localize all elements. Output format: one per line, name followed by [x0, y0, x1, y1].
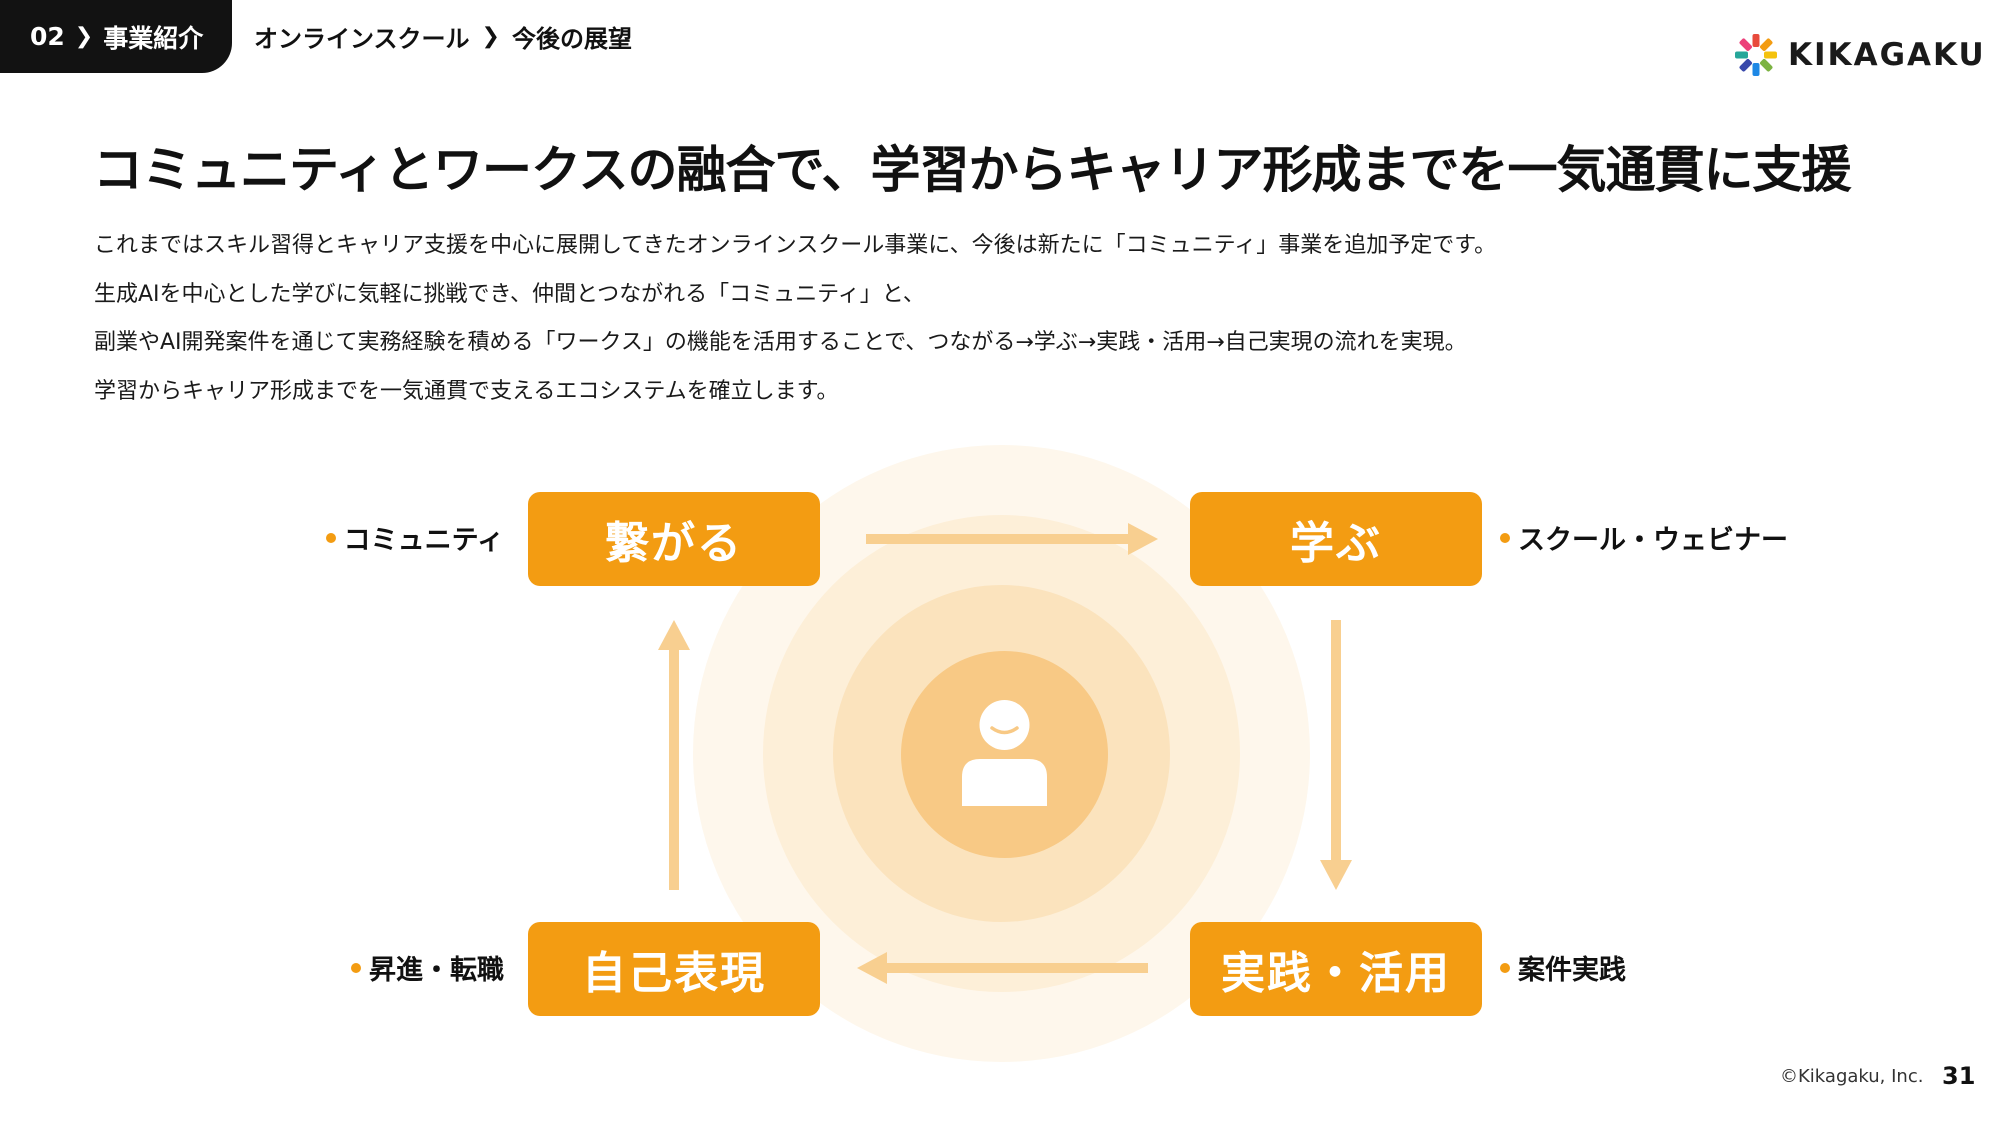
bullet-dot-icon	[351, 962, 361, 973]
description-line: 学習からキャリア形成までを一気通貫で支えるエコシステムを確立します。	[94, 378, 839, 404]
tag-label: スクール・ウェビナー	[1518, 525, 1788, 556]
tag-label: 案件実践	[1518, 955, 1626, 986]
description: これまではスキル習得とキャリア支援を中心に展開してきたオンラインスクール事業に、…	[94, 222, 1844, 416]
bullet-dot-icon	[325, 532, 336, 543]
center-circle	[901, 651, 1108, 858]
stage-learn: 学ぶ	[1190, 492, 1482, 586]
logo-text: KIKAGAKU	[1788, 37, 1986, 73]
tag-community: コミュニティ	[325, 518, 504, 557]
stage-connect: 繋がる	[528, 492, 820, 586]
bullet-dot-icon	[1500, 532, 1510, 543]
page-number: 31	[1942, 1062, 1976, 1090]
description-line: 生成AIを中心とした学びに気軽に挑戦でき、仲間とつながれる「コミュニティ」と、	[94, 281, 925, 307]
kikagaku-mark-icon	[1735, 34, 1777, 76]
section-tab: 02 ❯ 事業紹介	[0, 0, 232, 73]
copyright: ©Kikagaku, Inc.	[1780, 1066, 1924, 1087]
bullet-dot-icon	[1500, 962, 1510, 973]
description-line: 副業やAI開発案件を通じて実務経験を積める「ワークス」の機能を活用することで、つ…	[94, 330, 1467, 355]
arrow-up-icon	[658, 620, 690, 890]
chevron-right-icon: ❯	[481, 23, 500, 49]
chevron-right-icon: ❯	[74, 24, 94, 49]
section-number: 02	[30, 22, 65, 51]
stage-practice: 実践・活用	[1190, 922, 1482, 1016]
page-title: コミュニティとワークスの融合で、学習からキャリア形成までを一気通貫に支援	[93, 141, 1851, 199]
breadcrumb-item-outlook: 今後の展望	[511, 24, 632, 53]
tag-project-practice: 案件実践	[1500, 948, 1626, 987]
tag-label: コミュニティ	[343, 525, 504, 556]
tag-school-webinar: スクール・ウェビナー	[1500, 518, 1788, 557]
description-line: これまではスキル習得とキャリア支援を中心に展開してきたオンラインスクール事業に、…	[94, 233, 1497, 258]
section-title: 事業紹介	[103, 23, 204, 53]
person-icon	[962, 700, 1047, 806]
company-logo: KIKAGAKU	[1734, 30, 1986, 80]
arrow-down-icon	[1320, 620, 1352, 890]
breadcrumb: オンラインスクール ❯ 今後の展望	[254, 18, 632, 54]
stage-self-realization: 自己表現	[528, 922, 820, 1016]
breadcrumb-item-school: オンラインスクール	[254, 24, 470, 53]
tag-label: 昇進・転職	[369, 955, 504, 986]
tag-promotion-career: 昇進・転職	[351, 948, 504, 987]
